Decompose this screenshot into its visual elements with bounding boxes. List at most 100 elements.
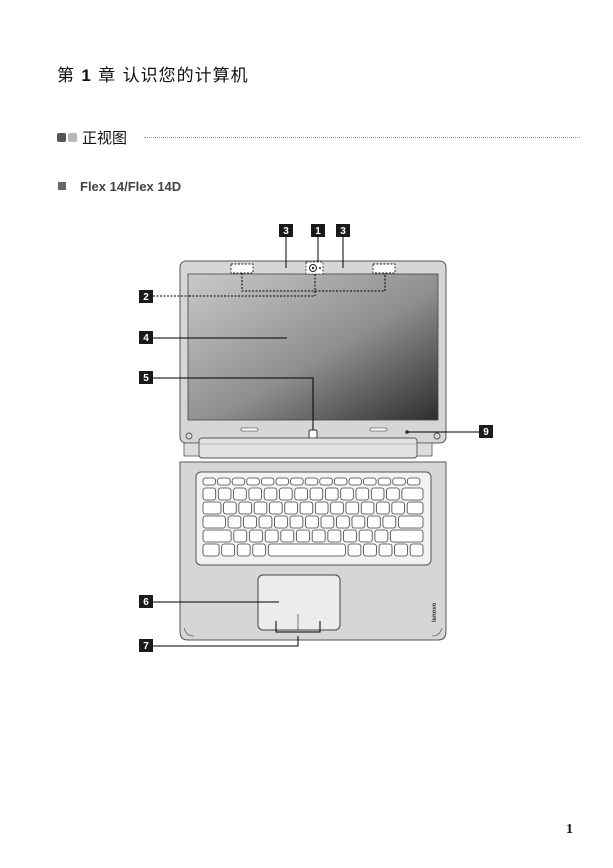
laptop-base: lenovo (179, 461, 447, 641)
keyboard-key (248, 487, 262, 501)
keyboard-key (390, 529, 424, 543)
keyboard-key (253, 501, 268, 515)
keyboard-key (294, 487, 308, 501)
keyboard-key (311, 529, 326, 543)
keyboard-key (269, 501, 283, 515)
keyboard-key (202, 529, 232, 543)
keyboard-key (351, 515, 366, 529)
keyboard-key (284, 501, 298, 515)
keyboard-key (370, 487, 385, 501)
keyboard-key (406, 501, 424, 515)
section-marker-light (68, 133, 77, 142)
keyboard-key (319, 477, 333, 486)
keyboard-key (386, 487, 400, 501)
callout-1: 1 (311, 224, 325, 237)
callout-label: 3 (283, 226, 289, 237)
keyboard-key (233, 487, 247, 501)
keyboard-key (320, 515, 335, 529)
keyboard-key (217, 487, 232, 501)
keyboard-key (299, 501, 314, 515)
keyboard-key (296, 529, 310, 543)
keyboard-key (391, 501, 405, 515)
chapter-prefix: 第 (57, 66, 75, 86)
callout-7: 7 (139, 639, 153, 652)
camera-icon (305, 261, 324, 275)
keyboard-key (374, 529, 389, 543)
keyboard-key (258, 515, 273, 529)
keyboard-key (274, 515, 288, 529)
keyboard-key (333, 477, 348, 486)
keyboard-key (249, 529, 263, 543)
keyboard-key (202, 501, 222, 515)
keyboard-key (377, 477, 392, 486)
chapter-title: 第 1 章 认识您的计算机 (57, 61, 249, 86)
keyboard-key (367, 515, 381, 529)
section-title: 正视图 (82, 129, 128, 147)
keyboard-key (314, 501, 329, 515)
callout-5: 5 (139, 371, 153, 384)
keyboard-key (275, 477, 289, 486)
keyboard-key (260, 477, 275, 486)
subsection-heading: Flex 14/Flex 14D (58, 179, 181, 195)
callout-label: 3 (340, 226, 346, 237)
keyboard-key (227, 515, 242, 529)
callout-label: 4 (143, 333, 149, 344)
keyboard-key (401, 487, 424, 501)
keyboard-key (305, 515, 319, 529)
keyboard-key (231, 477, 246, 486)
keyboard-key (358, 529, 373, 543)
keyboard-key (202, 543, 220, 557)
keyboard-key (267, 543, 346, 557)
keyboard-key (304, 477, 319, 486)
keyboard (202, 477, 424, 557)
keyboard-key (398, 515, 424, 529)
keyboard-key (279, 487, 293, 501)
keyboard-key (392, 477, 406, 486)
keyboard-key (363, 543, 377, 557)
chapter-name: 章 认识您的计算机 (98, 66, 249, 86)
keyboard-key (324, 487, 339, 501)
antenna-right (372, 263, 396, 274)
keyboard-key (263, 487, 278, 501)
keyboard-key (336, 515, 350, 529)
callout-4: 4 (139, 331, 153, 344)
keyboard-key (289, 515, 304, 529)
callout-6: 6 (139, 595, 153, 608)
callout-9: 9 (479, 425, 493, 438)
keyboard-key (217, 477, 231, 486)
keyboard-key (345, 501, 360, 515)
keyboard-key (252, 543, 267, 557)
keyboard-key (264, 529, 279, 543)
section-heading: 正视图 (57, 127, 580, 147)
keyboard-key (340, 487, 354, 501)
callout-label: 9 (483, 427, 489, 438)
leader-lines (153, 237, 479, 647)
keyboard-key (202, 487, 217, 501)
keyboard-key (406, 477, 421, 486)
keyboard-key (243, 515, 257, 529)
callout-label: 5 (143, 373, 149, 384)
brand-logo: lenovo (432, 602, 438, 622)
callout-label: 2 (143, 292, 149, 303)
chapter-number: 1 (81, 66, 92, 85)
keyboard-key (233, 529, 248, 543)
callout-3b: 3 (336, 224, 350, 237)
keyboard-key (327, 529, 342, 543)
page-number: 1 (566, 822, 573, 837)
keyboard-key (223, 501, 237, 515)
keyboard-key (280, 529, 295, 543)
callout-label: 1 (315, 226, 321, 237)
keyboard-key (355, 487, 370, 501)
callout-2: 2 (139, 290, 153, 303)
keyboard-key (360, 501, 375, 515)
keyboard-key (202, 477, 216, 486)
keyboard-key (290, 477, 304, 486)
keyboard-key (348, 477, 362, 486)
keyboard-key (202, 515, 226, 529)
keyboard-key (378, 543, 393, 557)
callout-label: 7 (143, 641, 149, 652)
section-marker-dark (57, 133, 66, 142)
callout-3a: 3 (279, 224, 293, 237)
subsection-title: Flex 14/Flex 14D (80, 179, 182, 194)
